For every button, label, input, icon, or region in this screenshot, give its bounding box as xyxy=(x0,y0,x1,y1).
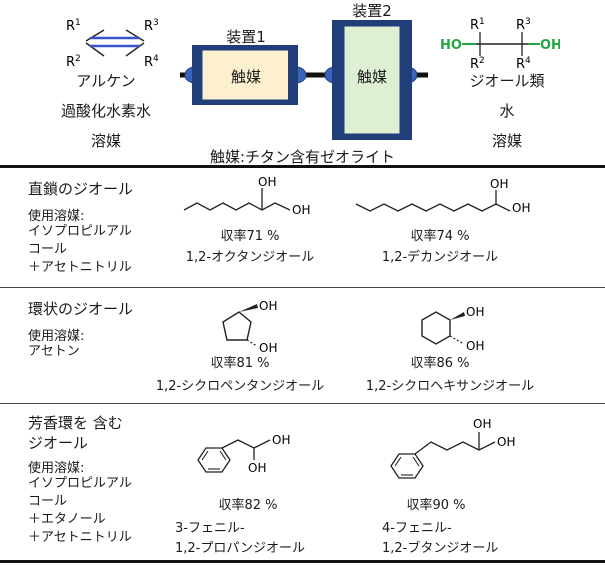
structure-cyclohexanediol: OH OH xyxy=(421,305,484,353)
alkene-structure: R1 R2 R3 R4 xyxy=(66,18,159,70)
structure-octanediol: OH OH xyxy=(183,175,310,217)
diol-oh-left: HO xyxy=(440,38,462,53)
section-title: 環状のジオール xyxy=(28,300,134,318)
yield-value: 収率71 % xyxy=(220,229,280,244)
diol-oh-right: OH xyxy=(540,38,560,53)
reactant-item: 溶媒 xyxy=(90,132,121,150)
product-list: ジオール類 水 溶媒 xyxy=(432,66,582,156)
svg-text:R1: R1 xyxy=(470,17,485,33)
product-item: 水 xyxy=(499,102,515,120)
solvent-label: 使用溶媒: xyxy=(28,209,85,224)
device-1 xyxy=(184,45,307,105)
reactant-item: 過酸化水素水 xyxy=(60,102,151,120)
structure-phenylbutanediol: OH OH xyxy=(390,417,515,479)
solvent-list: イソプロピルアル コール ＋エタノール ＋アセトニトリル xyxy=(28,476,132,545)
compound-name: 1,2-オクタンジオール xyxy=(185,250,315,265)
alkene-r1: R xyxy=(66,19,75,34)
svg-text:OH: OH xyxy=(466,305,484,319)
svg-text:OH: OH xyxy=(259,341,277,355)
structure-phenylpropanediol: OH OH xyxy=(197,433,290,475)
solvent-label: 使用溶媒: xyxy=(28,329,85,344)
svg-text:OH: OH xyxy=(512,201,530,215)
divider-2 xyxy=(0,403,605,404)
svg-text:OH: OH xyxy=(258,175,276,189)
yield-value: 収率82 % xyxy=(218,498,278,513)
compound-name: 1,2-シクロペンタンジオール xyxy=(155,379,325,394)
svg-text:R1: R1 xyxy=(66,18,81,34)
svg-text:OH: OH xyxy=(466,339,484,353)
reactant-item: アルケン xyxy=(76,72,136,90)
section-title: 芳香環を 含む ジオール xyxy=(28,414,123,452)
svg-text:R4: R4 xyxy=(516,56,531,72)
yield-value: 収率81 % xyxy=(210,356,270,371)
device-1-label: 装置1 xyxy=(226,28,266,46)
svg-text:OH: OH xyxy=(292,203,310,217)
alkene-r3: R xyxy=(144,19,153,34)
alkene-r4: R xyxy=(144,55,153,70)
structure-cyclopentanediol: OH OH xyxy=(222,299,277,355)
alkene-r2: R xyxy=(66,55,75,70)
device-2-catalyst: 触媒 xyxy=(356,68,387,86)
svg-text:R3: R3 xyxy=(144,18,159,34)
divider-top xyxy=(0,165,605,168)
svg-text:OH: OH xyxy=(272,433,290,447)
compound-name: 1,2-シクロヘキサンジオール xyxy=(365,379,535,394)
svg-text:R2: R2 xyxy=(470,56,485,72)
divider-bottom xyxy=(0,560,605,563)
yield-value: 収率86 % xyxy=(410,356,470,371)
solvent-label: 使用溶媒: xyxy=(28,461,85,476)
svg-text:OH: OH xyxy=(490,177,508,191)
catalyst-note: 触媒:チタン含有ゼオライト xyxy=(209,148,396,166)
product-item: 溶媒 xyxy=(491,132,522,150)
svg-text:OH: OH xyxy=(248,461,266,475)
device-1-catalyst: 触媒 xyxy=(230,68,261,86)
svg-text:OH: OH xyxy=(473,417,491,431)
device-2-label: 装置2 xyxy=(352,2,392,20)
diol-structure: R1 R2 R3 R4 HO OH xyxy=(440,17,560,72)
svg-text:R3: R3 xyxy=(516,17,531,33)
svg-text:R4: R4 xyxy=(144,54,159,70)
reactor-line xyxy=(180,20,428,140)
yield-value: 収率74 % xyxy=(410,229,470,244)
solvent-list: アセトン xyxy=(28,344,80,359)
reactant-list: アルケン 過酸化水素水 溶媒 xyxy=(26,66,186,156)
compound-name: 3-フェニル- 1,2-プロパンジオール xyxy=(175,521,306,556)
svg-text:OH: OH xyxy=(259,299,277,313)
product-item: ジオール類 xyxy=(469,72,545,90)
solvent-list: イソプロピルアル コール ＋アセトニトリル xyxy=(28,224,132,275)
divider-1 xyxy=(0,287,605,288)
compound-name: 1,2-デカンジオール xyxy=(381,250,499,265)
svg-text:R2: R2 xyxy=(66,54,81,70)
section-title: 直鎖のジオール xyxy=(28,180,134,198)
compound-name: 4-フェニル- 1,2-ブタンジオール xyxy=(382,521,499,556)
device-2 xyxy=(324,20,418,140)
structure-decanediol: OH OH xyxy=(355,177,530,215)
yield-value: 収率90 % xyxy=(406,498,466,513)
svg-text:OH: OH xyxy=(497,435,515,449)
